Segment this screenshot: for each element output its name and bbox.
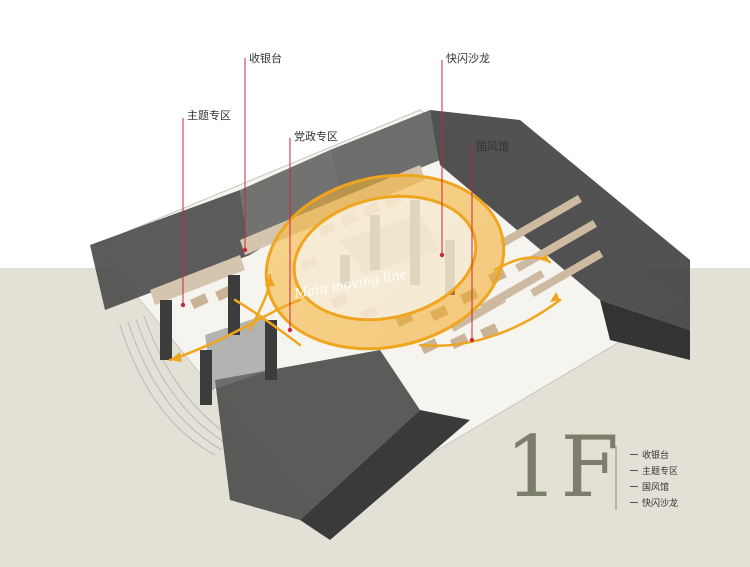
legend: 收银台 主题专区 国风馆 快闪沙龙 (630, 446, 720, 510)
left-glass-room (205, 315, 270, 390)
left-shelf (150, 255, 245, 305)
back-wall-block-2 (330, 110, 440, 200)
legend-text: 快闪沙龙 (642, 498, 679, 509)
legend-dash (630, 469, 638, 471)
callout-guofeng-hall: 国风馆 (476, 140, 509, 153)
front-wall-block (215, 350, 420, 520)
right-wall-block (430, 110, 690, 330)
callout-flash-salon: 快闪沙龙 (446, 52, 490, 65)
legend-dash (630, 453, 638, 455)
callout-dots (180, 247, 475, 343)
legend-item: 收银台 (630, 446, 720, 462)
callout-lines (182, 58, 473, 340)
right-wall-base (600, 300, 690, 360)
legend-dash (630, 501, 638, 503)
legend-item: 主题专区 (630, 462, 720, 478)
legend-item: 快闪沙龙 (630, 494, 720, 510)
callout-party-zone: 党政专区 (294, 130, 338, 143)
legend-text: 国风馆 (642, 482, 670, 493)
legend-item: 国风馆 (630, 478, 720, 494)
route-arrowheads (170, 254, 560, 362)
main-moving-line-ring (264, 173, 506, 351)
callout-theme-zone: 主题专区 (187, 109, 231, 122)
callout-cashier: 收银台 (249, 52, 282, 65)
legend-text: 主题专区 (642, 466, 679, 477)
legend-dash (630, 485, 638, 487)
left-wall-block (90, 190, 250, 310)
right-shelving (450, 195, 604, 332)
floor-label: 1F (505, 418, 621, 516)
front-wall-base (300, 410, 470, 540)
legend-text: 收银台 (642, 450, 670, 461)
